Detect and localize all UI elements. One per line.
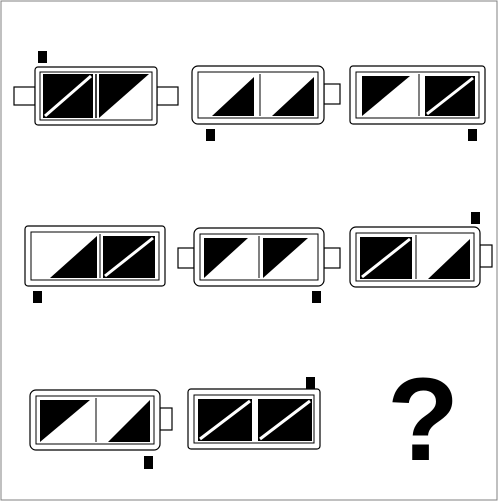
battery-marker (306, 377, 315, 389)
battery-terminal-right (324, 248, 340, 268)
battery-marker (471, 212, 480, 224)
battery-marker (468, 129, 477, 141)
battery-terminal-left (14, 87, 35, 105)
battery-marker (33, 291, 42, 303)
battery-terminal-right (324, 84, 340, 104)
battery-terminal-left (178, 248, 194, 268)
question-mark: ? (378, 360, 468, 480)
battery-marker (312, 291, 321, 303)
battery-marker (144, 456, 153, 469)
battery-terminal-right (160, 408, 172, 430)
battery-marker (206, 129, 215, 141)
battery-terminal-right (480, 245, 492, 267)
battery-terminal-right (157, 87, 178, 105)
battery-marker (38, 51, 47, 63)
